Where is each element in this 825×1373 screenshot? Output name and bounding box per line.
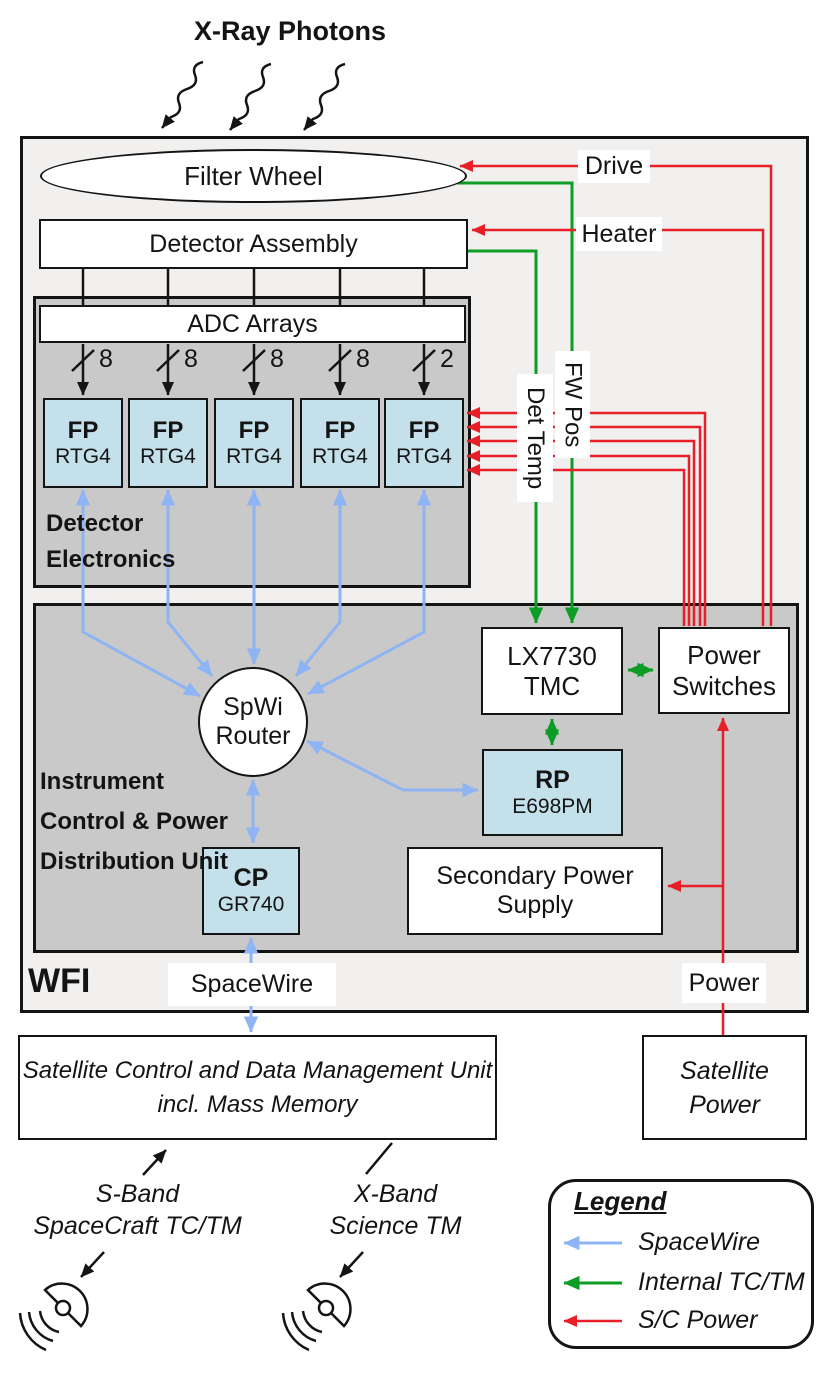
fp-box-2: FP RTG4 [128,398,208,488]
fp-box-3: FP RTG4 [214,398,294,488]
scdmu-box: Satellite Control and Data Management Un… [18,1035,497,1140]
bus-width-label: 8 [356,345,370,373]
cp-box: CP GR740 [202,847,300,935]
lx7730-line2: TMC [523,671,581,701]
spacewire-text: SpaceWire [190,970,314,998]
heater-label: Heater [576,217,662,251]
router-label-line1: SpWi [223,693,283,721]
s-band-line1: S-Band [95,1180,180,1208]
det-temp-text: Det Temp [522,386,549,490]
fp-subtitle: RTG4 [312,444,368,468]
lx7730-tmc-box: LX7730 TMC [481,627,623,715]
legend-entry-internal-tctm: Internal TC/TM [638,1268,805,1296]
fw-pos-label: FW Pos [555,351,590,458]
scdmu-line1: Satellite Control and Data Management Un… [22,1056,493,1084]
power-switches-box: Power Switches [658,627,790,714]
lx7730-line1: LX7730 [507,640,597,671]
spacewire-label: SpaceWire [168,963,336,1006]
detector-assembly-label: Detector Assembly [149,229,358,258]
bus-width-label: 8 [270,345,284,373]
xray-photon-arrow [161,60,204,129]
fp-subtitle: RTG4 [140,444,196,468]
adc-arrays-label: ADC Arrays [187,309,318,338]
fp-title: FP [324,416,356,444]
detector-electronics-label: Detector Electronics [46,510,176,573]
wfi-label: WFI [28,962,91,1000]
legend-entry-spacewire: SpaceWire [638,1228,761,1256]
fw-pos-text: FW Pos [559,361,587,448]
cp-title: CP [233,864,269,893]
x-band-line2: Science TM [329,1212,462,1240]
power-switches-line1: Power [687,640,761,671]
rp-box: RP E698PM [482,749,623,836]
fp-subtitle: RTG4 [55,444,111,468]
sband-to-scdmu-arrow [142,1149,167,1176]
secondary-power-supply-box: Secondary Power Supply [407,847,663,935]
heater-text: Heater [581,219,657,248]
power-switches-line2: Switches [671,670,777,701]
filter-wheel-label: Filter Wheel [184,160,323,191]
xband-to-scdmu-line [365,1142,393,1175]
fp-title: FP [408,416,440,444]
satellite-power-box: Satellite Power [642,1035,807,1140]
sps-line2: Supply [496,891,574,919]
legend-entry-sc-power: S/C Power [638,1306,758,1334]
fp-subtitle: RTG4 [226,444,282,468]
fp-box-4: FP RTG4 [300,398,380,488]
fp-box-1: FP RTG4 [43,398,123,488]
adc-arrays-box: ADC Arrays [39,305,466,343]
fp-title: FP [67,416,99,444]
legend-title: Legend [574,1186,667,1216]
rp-subtitle: E698PM [512,794,593,818]
drive-text: Drive [584,152,644,180]
router-label-line2: Router [215,722,291,750]
drive-label: Drive [578,150,650,183]
spwi-router: SpWi Router [198,667,308,777]
s-band-antenna-icon [18,1282,89,1352]
cp-subtitle: GR740 [217,893,285,917]
fp-box-5: FP RTG4 [384,398,464,488]
scdmu-line2: incl. Mass Memory [157,1090,358,1118]
x-band-line1: X-Band [353,1180,438,1208]
satellite-power-line2: Power [689,1090,760,1119]
legend-box [548,1179,814,1349]
page-title: X-Ray Photons [193,16,387,46]
icpdu-label: Instrument Control & Power Distribution … [40,768,229,875]
x-band-label: X-Band Science TM [298,1178,493,1242]
bus-width-label: 2 [440,345,454,373]
det-temp-label: Det Temp [517,374,553,502]
fp-subtitle: RTG4 [396,444,452,468]
detector-assembly-box: Detector Assembly [39,219,468,269]
satellite-power-line1: Satellite [680,1056,769,1085]
s-band-line2: SpaceCraft TC/TM [33,1212,242,1240]
rp-title: RP [535,765,570,794]
x-band-antenna-icon [281,1282,352,1352]
bus-width-label: 8 [99,345,113,373]
s-band-label: S-Band SpaceCraft TC/TM [25,1178,250,1242]
filter-wheel-box: Filter Wheel [40,149,467,203]
power-text: Power [688,968,760,997]
xray-photon-arrow [303,62,346,131]
sps-line1: Secondary Power [436,862,634,890]
xray-photon-arrow [229,62,272,131]
bus-width-label: 8 [184,345,198,373]
fp-title: FP [238,416,270,444]
power-label: Power [682,963,766,1003]
fp-title: FP [152,416,184,444]
